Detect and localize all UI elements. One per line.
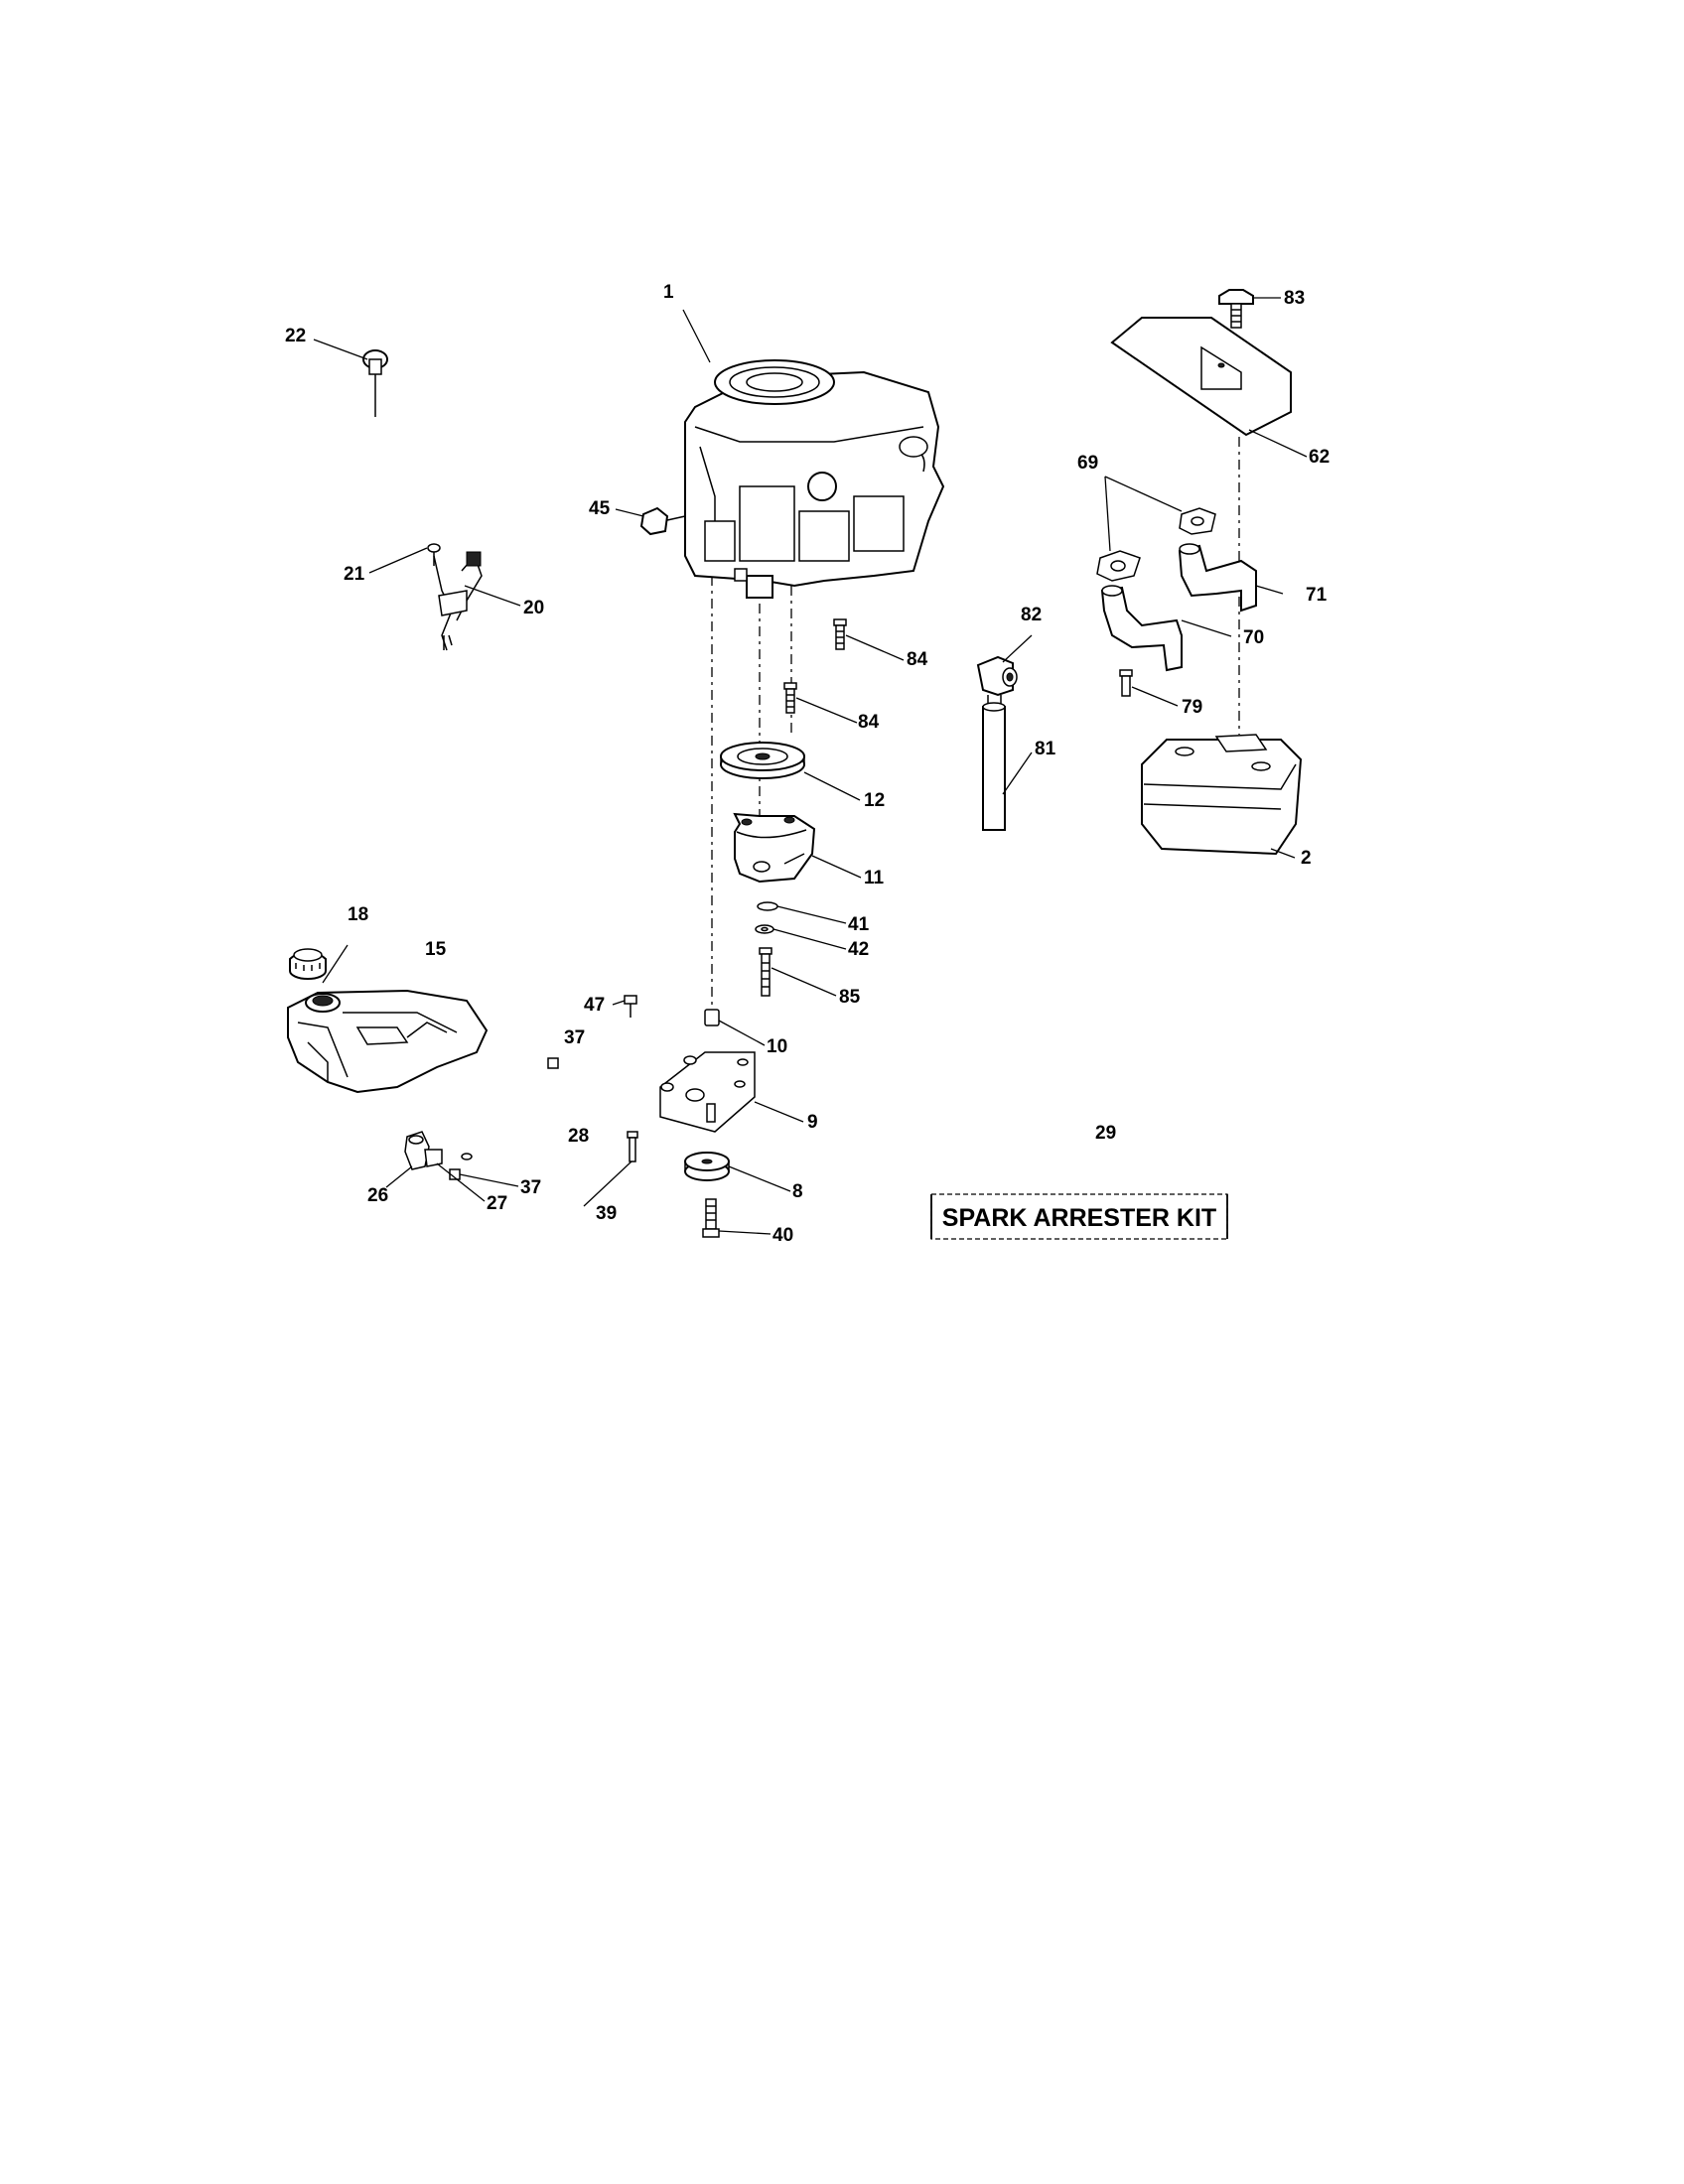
spark-arrester-kit-box: SPARK ARRESTER KIT: [930, 1193, 1228, 1240]
callout-37b: 37: [520, 1177, 541, 1198]
callout-10: 10: [767, 1036, 787, 1057]
callout-81: 81: [1035, 739, 1056, 759]
callout-8: 8: [792, 1181, 803, 1202]
callout-84a: 84: [907, 649, 928, 670]
spacer-part-10: [704, 1009, 720, 1026]
callout-15: 15: [425, 939, 447, 960]
exhaust-pipe-part-70: [1100, 585, 1183, 672]
callout-22: 22: [285, 326, 306, 346]
heat-shield-part-62: [1110, 317, 1292, 437]
clutch-part-11: [733, 812, 816, 884]
leader-lines: [313, 297, 1308, 1235]
callout-labels: 1 22 45 21 20 84 84 12 11 41 42 85 10 9 …: [285, 282, 1330, 1246]
callout-11: 11: [864, 868, 885, 888]
callout-69: 69: [1077, 453, 1098, 474]
callout-41: 41: [848, 914, 870, 935]
valve-part-26: [404, 1131, 430, 1170]
callout-47: 47: [584, 995, 605, 1016]
clip-part-28: [461, 1153, 473, 1160]
nut-part-37-upper: [547, 1057, 559, 1069]
callout-39: 39: [596, 1203, 617, 1224]
callout-12: 12: [864, 790, 885, 811]
callout-85: 85: [839, 987, 861, 1008]
plug-part-22: [362, 349, 388, 417]
callout-26: 26: [367, 1185, 388, 1206]
bracket-part-9: [659, 1051, 756, 1133]
fitting-part-45: [639, 506, 686, 536]
callout-70: 70: [1243, 627, 1264, 648]
pulley-part-12: [720, 742, 805, 779]
washer-part-41: [757, 901, 778, 911]
fuel-cap-part-18: [289, 948, 327, 980]
engine-part: [684, 359, 945, 599]
screw-part-21: [427, 543, 441, 566]
elbow-part-27: [424, 1149, 443, 1167]
callout-27: 27: [487, 1193, 507, 1214]
callout-62: 62: [1309, 447, 1330, 468]
callout-40: 40: [772, 1225, 793, 1246]
callout-42: 42: [848, 939, 869, 960]
bolt-part-40: [702, 1198, 720, 1238]
callout-82: 82: [1021, 605, 1042, 625]
harness-part-20: [433, 551, 483, 651]
bolt-part-47: [624, 995, 637, 1018]
callout-37a: 37: [564, 1027, 585, 1048]
callout-9: 9: [807, 1112, 818, 1133]
washer-part-42: [755, 924, 774, 934]
fuel-tank-part-15: [287, 989, 489, 1094]
callout-20: 20: [523, 598, 544, 618]
muffler-part-2: [1141, 734, 1303, 856]
callout-29: 29: [1095, 1123, 1116, 1144]
callout-18: 18: [348, 904, 368, 925]
hose-part-81: [982, 702, 1006, 831]
bolt-part-39: [627, 1131, 638, 1162]
exhaust-pipe-part-71: [1178, 543, 1257, 613]
bolt-part-84-lower: [783, 682, 797, 714]
callout-45: 45: [589, 498, 611, 519]
callout-83: 83: [1284, 288, 1305, 309]
gasket-part-69-left: [1096, 550, 1141, 582]
bolt-part-79: [1119, 669, 1133, 697]
callout-1: 1: [663, 282, 674, 303]
callout-71: 71: [1306, 585, 1328, 606]
bolt-part-85: [759, 947, 772, 997]
callout-2: 2: [1301, 848, 1312, 869]
callout-79: 79: [1182, 697, 1202, 718]
idler-pulley-part-8: [684, 1152, 730, 1181]
callout-21: 21: [344, 564, 365, 585]
callout-28: 28: [568, 1126, 589, 1147]
callout-84b: 84: [858, 712, 880, 733]
spark-arrester-kit-label: SPARK ARRESTER KIT: [942, 1204, 1216, 1232]
bolt-part-84-upper: [833, 618, 847, 650]
gasket-part-69-right: [1179, 507, 1216, 535]
bolt-part-83: [1218, 289, 1254, 329]
fitting-part-82: [976, 655, 1018, 708]
